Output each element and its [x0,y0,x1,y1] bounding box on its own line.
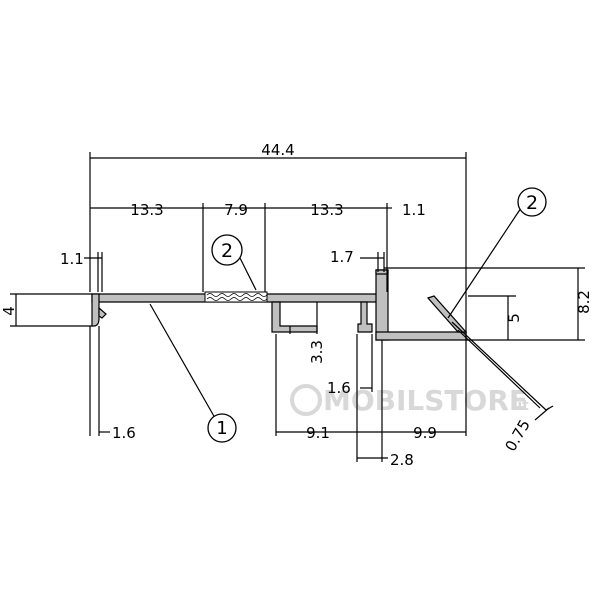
insert-strip [204,291,268,303]
profile-right-wall [375,269,389,341]
dim-overall-width: 44.4 [261,141,294,159]
dim-right-edge: 1.1 [402,201,426,219]
callout-part-2-top-label: 2 [221,240,233,262]
dim-right-width: 9.9 [413,424,437,442]
dim-channel-depth: 3.3 [308,340,326,364]
dimension-lines [15,157,579,459]
extension-lines [10,152,585,462]
dim-left-lip-gap: 1.1 [60,250,84,268]
profile-right-bottom-flange [375,331,467,341]
dim-segment-right: 13.3 [310,201,343,219]
dim-right-offset: 2.8 [390,451,414,469]
callout-part-1: 1 [207,413,237,443]
profile-left-hook [98,306,107,319]
profile-v-insert [426,295,468,333]
dim-segment-left: 13.3 [130,201,163,219]
watermark-brand: MOBILSTORE [323,384,528,417]
callout-part-2-right: 2 [517,187,547,217]
dim-right-height: 8.2 [575,290,593,314]
callout-part-1-label: 1 [216,418,227,439]
leader-lines [149,207,522,419]
dim-right-inner-height: 5 [505,313,523,323]
dim-channel-wall: 1.6 [327,379,351,397]
watermark-logo-circle [290,384,322,416]
dim-inner-gap: 1.7 [330,248,354,266]
dimension-labels: 44.4 13.3 7.9 13.3 1.1 1.1 1.7 4 1.6 3.3… [0,141,593,469]
dim-left-height: 4 [0,306,18,316]
profile-channel [271,301,318,333]
dim-blade-thickness: 0.75 [502,417,534,455]
callout-part-2-top: 2 [211,234,243,266]
insert-strip-texture [206,293,268,301]
watermark-suffix: .it [512,398,529,414]
aluminium-profile [91,269,468,341]
profile-inner-lip [357,301,373,333]
dim-segment-middle: 7.9 [224,201,248,219]
dim-left-lip-thickness: 1.6 [112,424,136,442]
dim-channel-width: 9.1 [306,424,330,442]
profile-left-lip [91,293,100,327]
callout-part-2-right-label: 2 [526,192,538,214]
